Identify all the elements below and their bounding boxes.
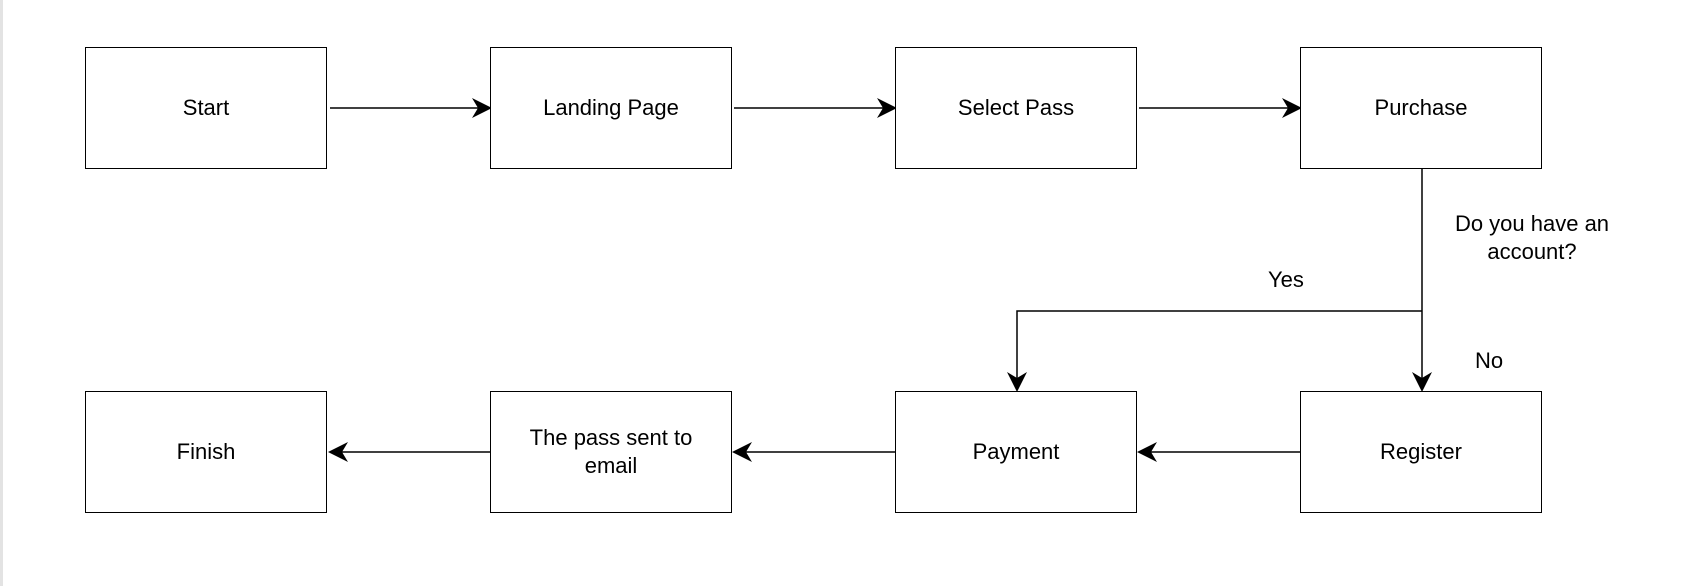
yes-label-text: Yes (1268, 267, 1304, 292)
node-finish-label: Finish (176, 439, 236, 464)
no-label: No (1475, 347, 1503, 375)
node-pass-sent[interactable]: The pass sent to email (490, 391, 732, 513)
no-label-text: No (1475, 348, 1504, 373)
node-payment-label: Payment (972, 439, 1060, 464)
node-select-pass-label: Select Pass (957, 95, 1075, 120)
node-finish[interactable]: Finish (85, 391, 327, 513)
node-start[interactable]: Start (85, 47, 327, 169)
node-start-label: Start (182, 95, 230, 120)
node-pass-sent-label: The pass sent to email (529, 425, 693, 478)
node-select-pass[interactable]: Select Pass (895, 47, 1137, 169)
node-register[interactable]: Register (1300, 391, 1542, 513)
node-payment[interactable]: Payment (895, 391, 1137, 513)
edge-yes-to-payment (1007, 310, 1422, 392)
node-purchase-label: Purchase (1374, 95, 1468, 120)
question-label: Do you have an account? (1436, 210, 1628, 266)
yes-label: Yes (1268, 266, 1304, 294)
node-register-label: Register (1380, 439, 1462, 464)
question-label-line2: account? (1487, 239, 1577, 264)
left-border (0, 0, 3, 586)
question-label-line1: Do you have an (1454, 211, 1610, 236)
node-landing-page[interactable]: Landing Page (490, 47, 732, 169)
node-purchase[interactable]: Purchase (1300, 47, 1542, 169)
node-landing-page-label: Landing Page (543, 95, 679, 120)
